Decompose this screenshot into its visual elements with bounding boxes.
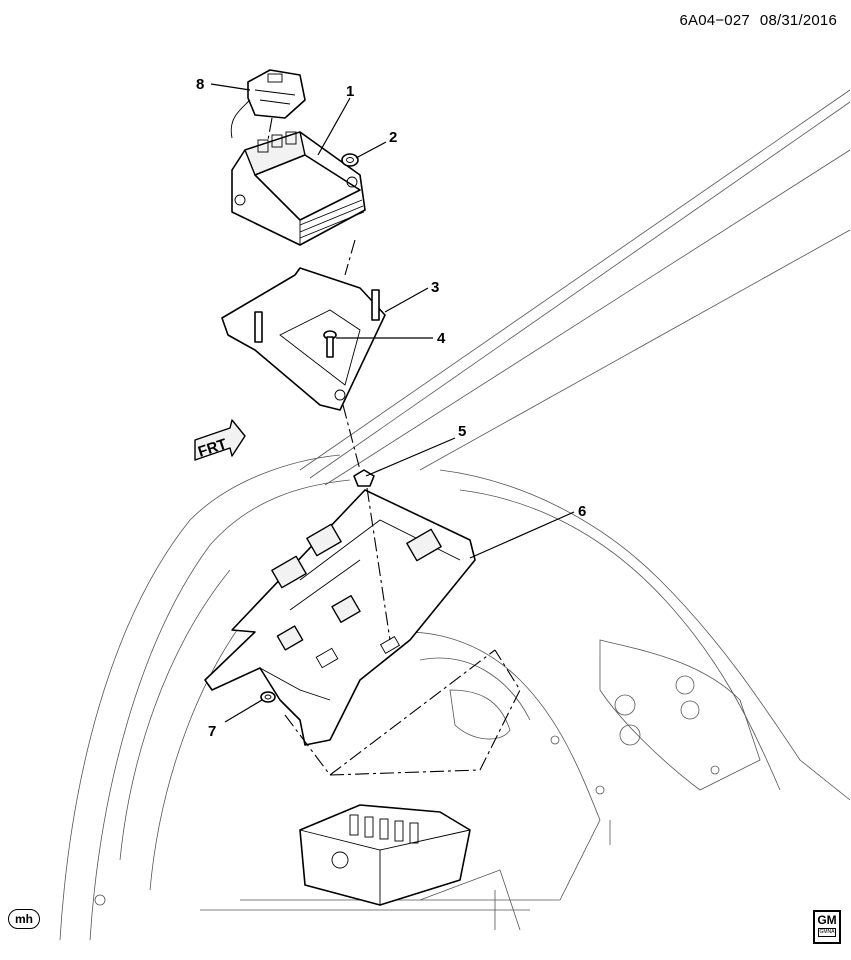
diagram-code: 6A04−027 — [679, 12, 750, 29]
part-2-nut — [341, 153, 359, 167]
callout-labels: 8 1 2 3 4 5 6 7 — [196, 76, 586, 740]
part-3-bracket — [221, 267, 386, 411]
callout-4: 4 — [437, 330, 446, 347]
part-6-mounting-plate — [204, 489, 476, 746]
callout-2: 2 — [389, 129, 397, 146]
part-7-nut — [260, 691, 276, 703]
diagram-date: 08/31/2016 — [759, 12, 837, 29]
vehicle-body-background — [59, 89, 851, 941]
gm-logo-sub: GMNA — [818, 928, 836, 937]
callout-1: 1 — [346, 83, 354, 100]
gm-logo-icon: GM GMNA — [813, 910, 841, 944]
part-1-control-module — [231, 131, 366, 246]
part-4-bolt — [323, 330, 337, 358]
part-8-connector — [230, 69, 306, 141]
leader-lines — [210, 83, 575, 723]
callout-7: 7 — [208, 723, 216, 740]
alignment-lines — [284, 239, 521, 776]
callout-8: 8 — [196, 76, 204, 93]
callout-3: 3 — [431, 279, 439, 296]
mh-mark: mh — [8, 909, 40, 929]
diagram-header: 6A04−027 08/31/2016 — [670, 12, 838, 29]
part-5-clip — [353, 469, 375, 487]
callout-6: 6 — [578, 503, 586, 520]
callout-5: 5 — [458, 423, 466, 440]
gm-logo-text: GM — [817, 913, 837, 927]
front-direction-indicator: FRT — [194, 419, 246, 461]
